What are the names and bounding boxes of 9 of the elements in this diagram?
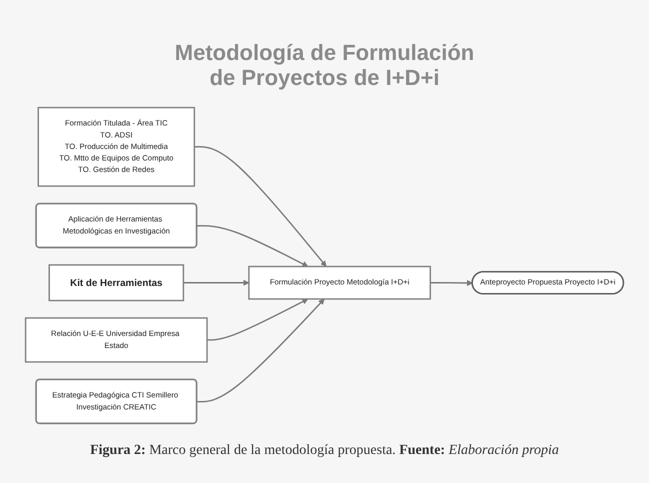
node-box: Kit de Herramientas bbox=[48, 264, 184, 302]
arrow bbox=[183, 280, 250, 286]
arrow bbox=[207, 299, 308, 341]
figure-caption: Figura 2: Marco general de la metodología propuesta. Fuente: Elaboración propia bbox=[90, 443, 559, 459]
arrow bbox=[196, 225, 308, 268]
arrow bbox=[196, 299, 325, 403]
diagram-title: Metodología de Formulación de Proyectos de I+D+i bbox=[174, 40, 476, 91]
arrow bbox=[194, 146, 327, 268]
arrow bbox=[430, 280, 473, 286]
